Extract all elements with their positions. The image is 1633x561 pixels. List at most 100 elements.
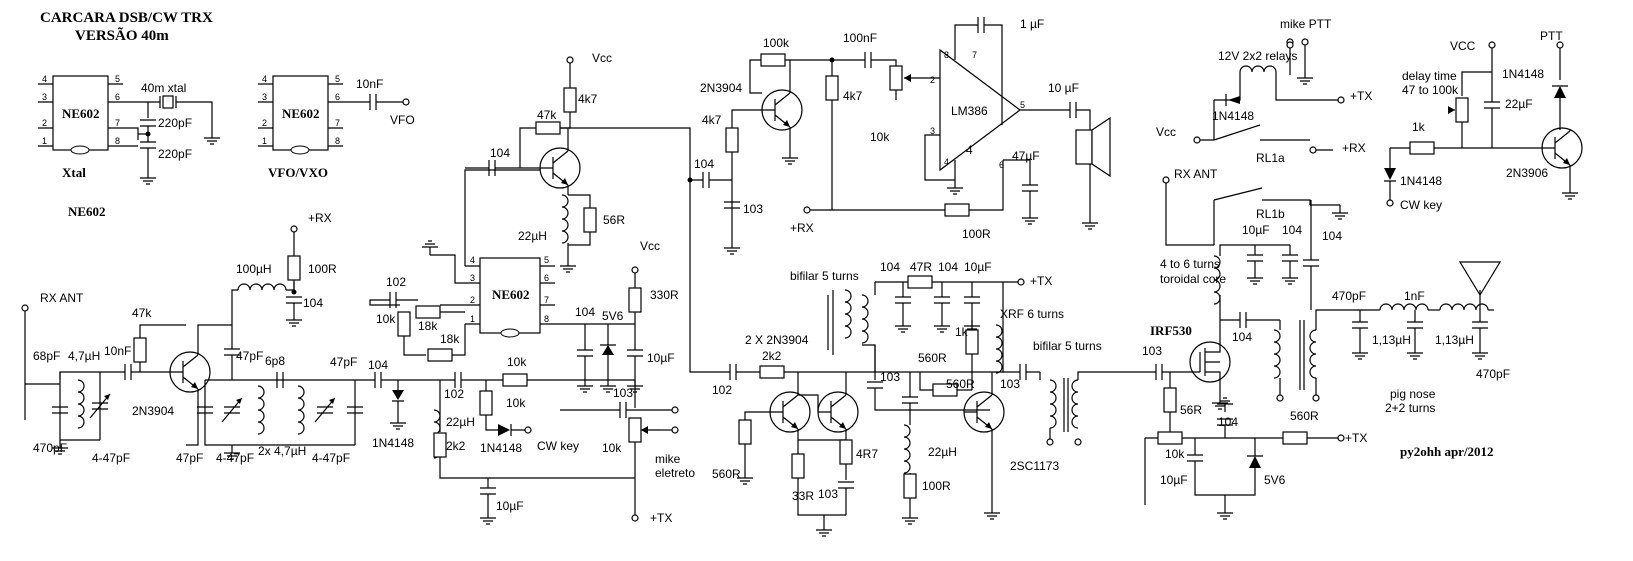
svg-text:560R: 560R (946, 377, 975, 391)
svg-text:RX ANT: RX ANT (40, 291, 84, 305)
svg-text:22µH: 22µH (928, 445, 957, 459)
svg-text:NE602: NE602 (282, 106, 320, 121)
svg-text:4R7: 4R7 (856, 447, 878, 461)
svg-text:220pF: 220pF (158, 116, 192, 130)
svg-text:1N4148: 1N4148 (480, 441, 522, 455)
svg-text:102: 102 (444, 387, 464, 401)
svg-text:18k: 18k (418, 319, 438, 333)
svg-text:4k7: 4k7 (578, 92, 598, 106)
svg-text:1N4148: 1N4148 (372, 436, 414, 450)
svg-text:33R: 33R (792, 489, 814, 503)
svg-text:1,13µH: 1,13µH (1372, 333, 1411, 347)
svg-text:+RX: +RX (308, 211, 332, 225)
svg-text:12V 2x2 relays: 12V 2x2 relays (1218, 49, 1297, 63)
svg-text:bifilar 5 turns: bifilar 5 turns (1033, 339, 1102, 353)
svg-text:VCC: VCC (1450, 39, 1476, 53)
svg-text:2: 2 (42, 118, 47, 128)
svg-text:3: 3 (470, 273, 475, 283)
svg-text:47k: 47k (537, 108, 557, 122)
svg-text:4-47pF: 4-47pF (92, 451, 130, 465)
svg-text:4,7µH: 4,7µH (68, 349, 100, 363)
svg-text:mike PTT: mike PTT (1280, 17, 1332, 31)
svg-text:4: 4 (944, 157, 949, 167)
xtal-note: NE602 (68, 204, 106, 219)
svg-text:6: 6 (115, 92, 120, 102)
svg-text:47µF: 47µF (1012, 149, 1040, 163)
svg-text:5: 5 (115, 74, 120, 84)
svg-text:XRF 6 turns: XRF 6 turns (1000, 307, 1064, 321)
svg-text:7: 7 (115, 118, 120, 128)
svg-text:4: 4 (262, 74, 267, 84)
svg-text:PTT: PTT (1540, 29, 1563, 43)
svg-text:1k: 1k (955, 325, 969, 339)
svg-text:Vcc: Vcc (592, 51, 612, 65)
svg-text:22µH: 22µH (518, 229, 547, 243)
svg-text:47pF: 47pF (330, 355, 357, 369)
mixer-chip-label: NE602 (492, 287, 530, 302)
svg-text:1: 1 (470, 314, 475, 324)
svg-text:104: 104 (694, 157, 714, 171)
svg-text:5V6: 5V6 (1264, 473, 1286, 487)
svg-text:RL1a: RL1a (1256, 151, 1285, 165)
svg-text:delay time: delay time (1402, 69, 1457, 83)
svg-text:330R: 330R (650, 288, 679, 302)
svg-text:47R: 47R (910, 260, 932, 274)
svg-text:470pF: 470pF (33, 441, 67, 455)
svg-text:47 to 100k: 47 to 100k (1402, 83, 1459, 97)
svg-text:100R: 100R (962, 227, 991, 241)
svg-text:5: 5 (335, 74, 340, 84)
svg-text:8: 8 (335, 136, 340, 146)
svg-text:103: 103 (1142, 344, 1162, 358)
svg-text:56R: 56R (1180, 403, 1202, 417)
svg-text:4k7: 4k7 (702, 113, 722, 127)
svg-text:104: 104 (303, 296, 323, 310)
svg-text:1k: 1k (1412, 120, 1426, 134)
svg-text:22µF: 22µF (1505, 97, 1533, 111)
title-line1: CARCARA DSB/CW TRX (40, 10, 213, 26)
svg-text:6: 6 (999, 160, 1004, 170)
svg-text:104: 104 (1282, 223, 1302, 237)
svg-text:3: 3 (930, 126, 935, 136)
svg-text:CW key: CW key (537, 439, 579, 453)
svg-text:103: 103 (818, 487, 838, 501)
svg-text:4: 4 (42, 74, 47, 84)
svg-text:47pF: 47pF (236, 349, 263, 363)
xtal-chip-label: NE602 (62, 106, 100, 121)
svg-text:103: 103 (880, 370, 900, 384)
svg-text:4: 4 (470, 255, 475, 265)
svg-text:10nF: 10nF (104, 344, 131, 358)
svg-text:10k: 10k (376, 312, 396, 326)
svg-text:103: 103 (613, 386, 633, 400)
svg-text:RL1b: RL1b (1256, 207, 1285, 221)
rx-input-stage: RX ANT 68pF 4,7µH 470pF 4-47pF 10nF 47k … (21, 211, 364, 465)
svg-text:470pF: 470pF (1476, 367, 1510, 381)
svg-text:8: 8 (115, 136, 120, 146)
mixer-stage: 104 1N4148 NE602 4 3 2 1 5 6 7 8 102 10k… (355, 169, 695, 525)
svg-text:2+2 turns: 2+2 turns (1385, 401, 1435, 415)
svg-text:3: 3 (262, 92, 267, 102)
svg-text:10k: 10k (1165, 447, 1185, 461)
svg-text:103: 103 (1000, 377, 1020, 391)
svg-text:40m xtal: 40m xtal (141, 81, 186, 95)
relay-stage: mike PTT 12V 2x2 relays 1N4148 Vcc +TX +… (1156, 17, 1372, 246)
svg-text:5: 5 (544, 255, 549, 265)
vfo-label: VFO/VXO (268, 165, 328, 180)
svg-text:+RX: +RX (790, 221, 814, 235)
audio-stage: 104 4k7 103 2N3904 100k 100nF +RX 4k7 10… (687, 16, 1111, 255)
svg-text:2N3906: 2N3906 (1506, 166, 1548, 180)
xtal-inset: 4 3 2 1 5 6 7 8 NE602 40m xtal 220pF 220… (38, 74, 221, 219)
svg-text:1nF: 1nF (1404, 289, 1425, 303)
credit: py2ohh apr/2012 (1400, 444, 1494, 459)
svg-text:1N4148: 1N4148 (1502, 67, 1544, 81)
svg-text:104: 104 (575, 305, 595, 319)
svg-text:2: 2 (930, 75, 935, 85)
svg-text:2N3904: 2N3904 (700, 81, 742, 95)
svg-text:10k: 10k (507, 355, 527, 369)
svg-text:7: 7 (972, 50, 977, 60)
svg-text:22µH: 22µH (446, 415, 475, 429)
svg-text:7: 7 (544, 295, 549, 305)
svg-text:102: 102 (386, 275, 406, 289)
svg-text:103: 103 (743, 202, 763, 216)
svg-text:560R: 560R (918, 351, 947, 365)
